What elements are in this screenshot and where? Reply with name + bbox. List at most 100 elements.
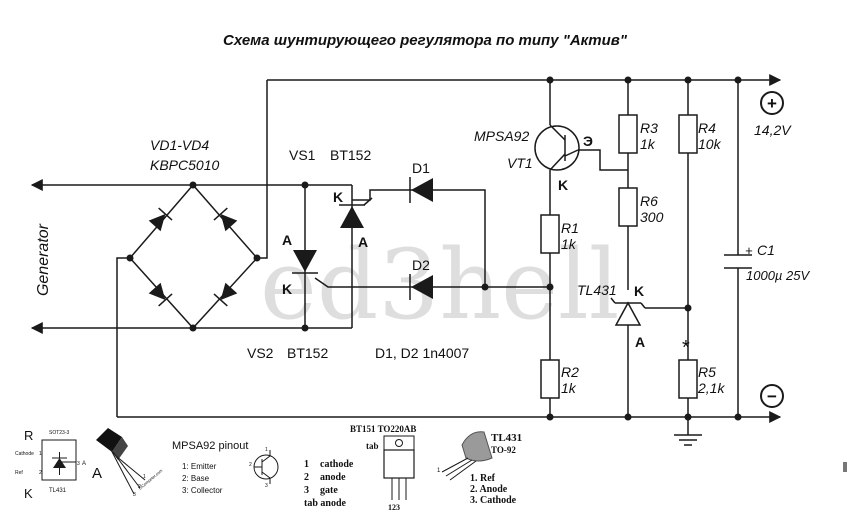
legend-tl431-sot23: R K SOT23-3 Cathode Ref A 1 2 3 TL431 xyxy=(15,428,86,501)
vs1-thyristor xyxy=(339,197,373,228)
r2-ref: R2 xyxy=(561,364,579,380)
svg-text:3: Collector: 3: Collector xyxy=(182,486,223,495)
vs1-part: BT152 xyxy=(330,147,371,163)
minus-terminal-icon xyxy=(760,384,784,408)
c1-value: 1000µ 25V xyxy=(746,268,810,283)
vt1-emitter-label: Э xyxy=(583,133,593,149)
legend-mpsa92-pinout: MPSA92 pinout 1: Emitter 2: Base 3: Coll… xyxy=(172,440,279,495)
r3-resistor xyxy=(618,114,638,154)
c1-capacitor xyxy=(724,254,752,269)
r1-resistor xyxy=(540,214,560,254)
svg-text:TL431: TL431 xyxy=(491,432,522,444)
c1-ref: C1 xyxy=(757,242,775,258)
svg-text:2: 2 xyxy=(39,470,42,476)
r6-resistor xyxy=(618,187,638,227)
svg-text:1: 1 xyxy=(437,468,441,474)
r6-ref: R6 xyxy=(640,193,658,209)
c1-plus: + xyxy=(745,243,753,258)
svg-text:tab: tab xyxy=(366,441,379,451)
svg-text:cathode: cathode xyxy=(320,459,354,470)
output-voltage: 14,2V xyxy=(754,122,792,138)
plus-symbol: + xyxy=(767,94,777,113)
svg-text:A: A xyxy=(82,461,86,467)
bridge-part: KBPC5010 xyxy=(150,157,219,173)
diagram-title: Схема шунтирующего регулятора по типу "А… xyxy=(223,32,628,49)
svg-text:MPSA92 pinout: MPSA92 pinout xyxy=(172,440,248,452)
svg-text:A: A xyxy=(92,465,102,482)
diode-note: D1, D2 1n4007 xyxy=(375,345,469,361)
d1-label: D1 xyxy=(412,160,430,176)
svg-text:Cathode: Cathode xyxy=(15,451,34,457)
vs1-anode-label: A xyxy=(358,234,368,250)
svg-text:anode: anode xyxy=(320,472,346,483)
tl431-regulator xyxy=(610,297,646,326)
vt1-collector-label: K xyxy=(558,177,568,193)
svg-text:gate: gate xyxy=(320,485,338,496)
r4-ref: R4 xyxy=(698,120,716,136)
svg-text:K: K xyxy=(24,486,33,501)
vt1-ref: VT1 xyxy=(507,155,533,171)
svg-text:2. Anode: 2. Anode xyxy=(470,484,508,495)
svg-text:ElCompeter.com: ElCompeter.com xyxy=(137,468,163,491)
svg-text:3: 3 xyxy=(77,461,80,467)
svg-text:1: Emitter: 1: Emitter xyxy=(182,462,217,471)
r4-value: 10k xyxy=(698,136,722,152)
plus-terminal-icon xyxy=(760,91,784,115)
tl431-anode-label: A xyxy=(635,334,645,350)
svg-text:2: Base: 2: Base xyxy=(182,474,210,483)
vs1-cathode-label: K xyxy=(333,189,343,205)
svg-text:1: 1 xyxy=(304,459,309,470)
r1-ref: R1 xyxy=(561,220,579,236)
r2-value: 1k xyxy=(561,380,577,396)
r3-ref: R3 xyxy=(640,120,658,136)
svg-text:2: 2 xyxy=(138,484,141,490)
vs2-cathode-label: K xyxy=(282,281,292,297)
svg-text:3: 3 xyxy=(304,485,309,496)
svg-text:3: 3 xyxy=(265,483,268,489)
svg-text:Ref: Ref xyxy=(15,470,23,476)
svg-text:1: 1 xyxy=(143,474,146,480)
r6-value: 300 xyxy=(640,209,664,225)
generator-label: Generator xyxy=(35,223,52,296)
d2-label: D2 xyxy=(412,257,430,273)
r5-ref: R5 xyxy=(698,364,716,380)
d1-diode xyxy=(409,177,433,203)
svg-text:1: 1 xyxy=(265,447,268,453)
vs2-anode-label: A xyxy=(282,232,292,248)
minus-symbol: − xyxy=(767,387,777,406)
r4-resistor xyxy=(678,114,698,154)
bridge-ref: VD1-VD4 xyxy=(150,137,209,153)
legend-mpsa92-package: A 1 2 3 ElCompeter.com xyxy=(92,428,164,498)
r2-resistor xyxy=(540,359,560,399)
svg-text:R: R xyxy=(24,428,33,443)
vs1-ref: VS1 xyxy=(289,147,316,163)
svg-text:SOT23-3: SOT23-3 xyxy=(49,430,70,436)
tl431-cathode-label: K xyxy=(634,283,644,299)
vt1-part: MPSA92 xyxy=(474,128,529,144)
svg-text:2: 2 xyxy=(249,462,252,468)
r5-resistor xyxy=(678,359,698,399)
svg-text:3. Cathode: 3. Cathode xyxy=(470,495,517,506)
svg-text:1: 1 xyxy=(39,451,42,457)
svg-text:TO-92: TO-92 xyxy=(491,445,516,455)
r5-selection-mark: * xyxy=(682,337,690,359)
svg-text:123: 123 xyxy=(388,503,400,512)
edge-mark xyxy=(843,462,847,472)
vs2-thyristor xyxy=(292,250,318,274)
legend-tl431-to92: 1 TL431 TO-92 1. Ref 2. Anode 3. Cathode xyxy=(437,431,522,506)
diode-bridge xyxy=(129,183,259,330)
svg-text:3: 3 xyxy=(133,492,136,498)
legend-bt151: BT151 TO220AB tab 1 cathode 2 anode 3 ga… xyxy=(304,424,416,512)
vt1-transistor xyxy=(534,124,580,171)
tl431-label: TL431 xyxy=(577,282,617,298)
d2-diode xyxy=(409,274,433,300)
svg-text:tab anode: tab anode xyxy=(304,498,347,509)
vs2-ref: VS2 xyxy=(247,345,274,361)
r1-value: 1k xyxy=(561,236,577,252)
svg-text:2: 2 xyxy=(304,472,309,483)
svg-text:1. Ref: 1. Ref xyxy=(470,473,496,484)
r3-value: 1k xyxy=(640,136,656,152)
svg-text:TL431: TL431 xyxy=(49,488,67,494)
